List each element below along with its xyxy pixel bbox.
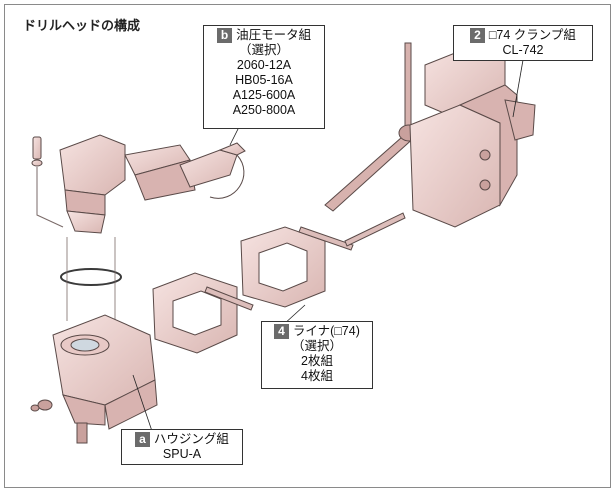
motor-model-3: A125-600A <box>232 88 296 102</box>
liner-option-2: 4枚組 <box>301 369 333 383</box>
callout-badge-b: b <box>216 28 233 43</box>
clamp-name: □74 クランプ組 <box>488 28 576 42</box>
clamp-callout: 2□74 クランプ組 CL-742 <box>453 25 593 61</box>
exploded-view-illustration <box>30 42 536 444</box>
callout-badge-4: 4 <box>274 324 289 339</box>
motor-note: （選択） <box>238 43 289 57</box>
liner-note: （選択） <box>291 339 342 353</box>
hydraulic-motor-part <box>31 134 246 234</box>
liner-plate-part <box>152 226 326 354</box>
diagram-title: ドリルヘッドの構成 <box>23 19 141 34</box>
liner-option-1: 2枚組 <box>301 354 333 368</box>
motor-model-4: A250-800A <box>232 103 296 117</box>
guide-pin-part <box>204 212 406 311</box>
motor-model-1: 2060-12A <box>236 58 292 72</box>
motor-model-2: HB05-16A <box>235 73 293 87</box>
housing-part <box>52 314 158 444</box>
callout-badge-a: a <box>135 432 150 447</box>
callout-badge-2: 2 <box>470 28 485 43</box>
housing-model: SPU-A <box>162 447 202 461</box>
clamp-model: CL-742 <box>502 43 544 57</box>
clamp-part <box>324 42 536 228</box>
motor-name: 油圧モータ組 <box>236 28 312 42</box>
o-ring-part <box>60 268 122 286</box>
diagram-frame: ドリルヘッドの構成 <box>4 4 611 488</box>
housing-name: ハウジング組 <box>153 432 229 446</box>
liner-name: ライナ(□74) <box>292 324 360 338</box>
